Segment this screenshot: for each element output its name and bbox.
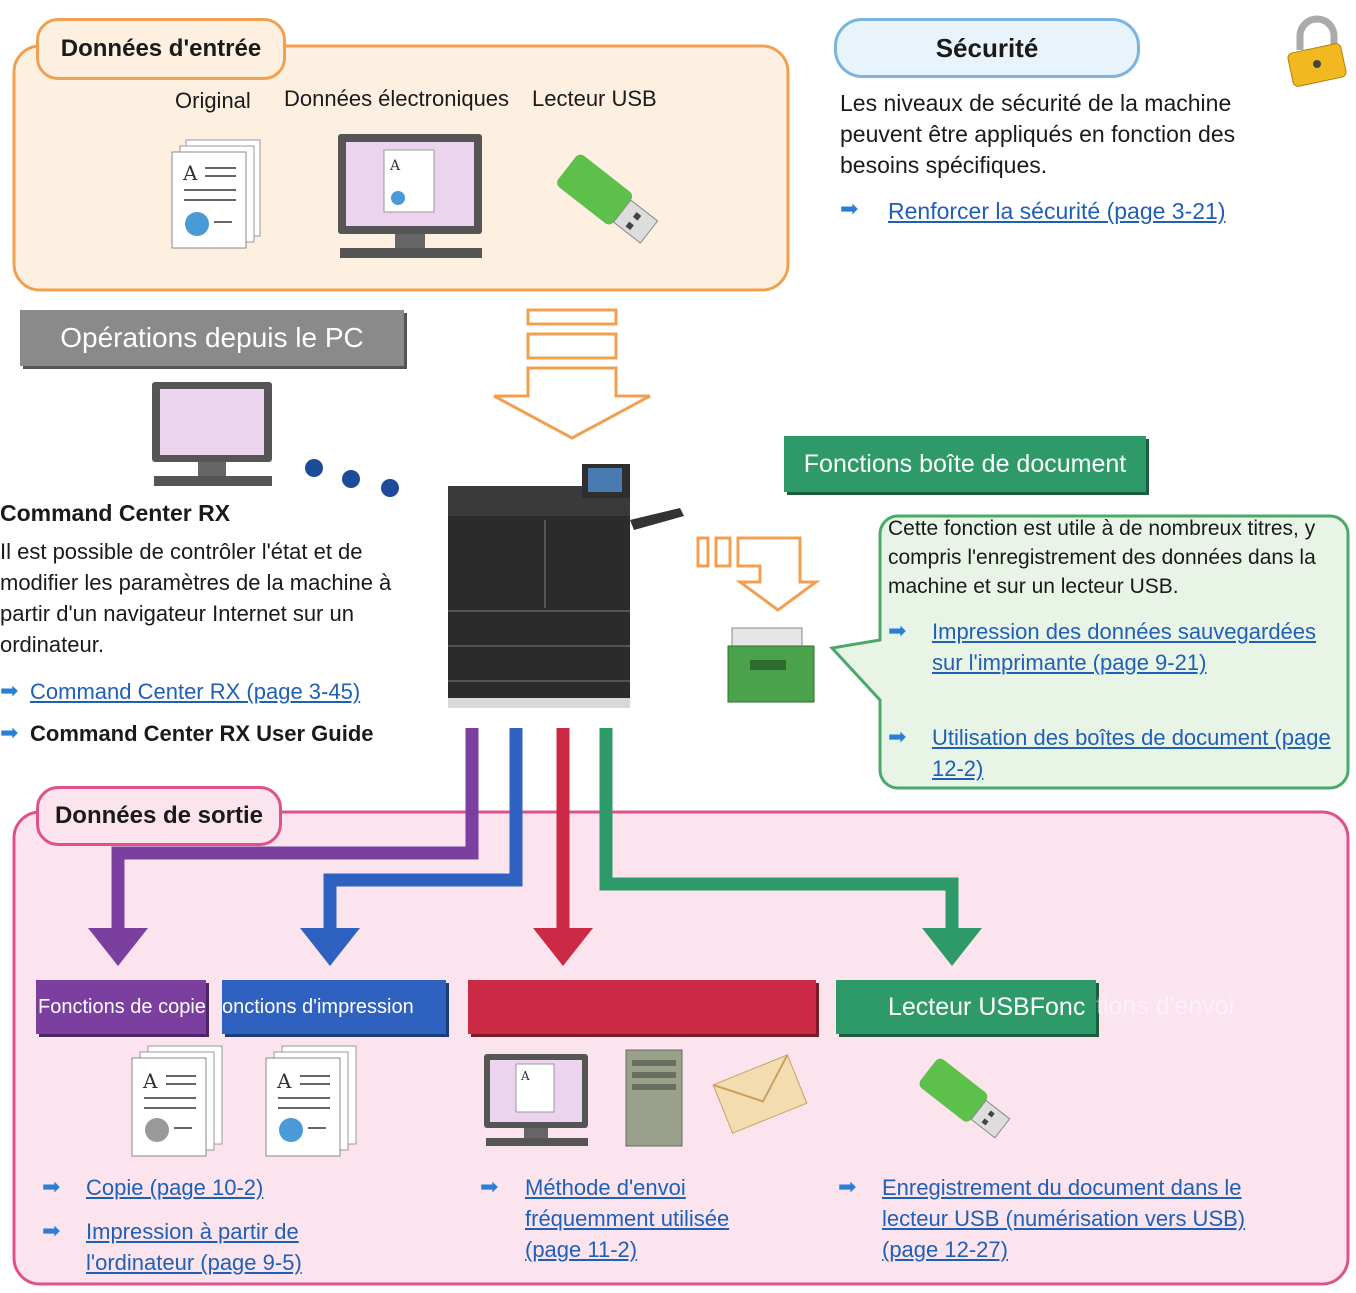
send-link[interactable]: Méthode d'envoi fréquemment utilisée (pa… [525,1175,730,1262]
usb-drive-banner: Lecteur USBFonc [836,980,1096,1034]
docbox-callout [829,514,1350,790]
usb-arrowhead-icon [922,928,982,966]
send-functions-banner [468,980,816,1034]
pc-ops-banner: Opérations depuis le PC [20,310,404,366]
docbox-arrow-bullet-icon-2: ➡ [888,724,907,749]
original-label: Original [175,88,251,113]
print-document-icon: A [265,1045,357,1157]
send-arrow-bullet-icon: ➡ [480,1174,499,1199]
print-arrow-bullet-icon: ➡ [42,1218,61,1243]
output-title: Données de sortie [36,786,282,846]
command-center-heading: Command Center RX [0,500,231,526]
input-flow-arrow-icon [493,308,651,440]
electronic-data-label: Données électroniques [284,86,510,111]
copy-functions-banner: Fonctions de copie [36,980,206,1034]
copy-arrow-bullet-icon: ➡ [42,1174,61,1199]
security-arrow-bullet-icon: ➡ [840,196,859,221]
input-document-icon: A [171,139,261,249]
input-title: Données d'entrée [36,18,286,80]
server-icon [625,1049,683,1147]
dots-icon [305,459,399,497]
docbox-link-use-boxes[interactable]: Utilisation des boîtes de document (page… [932,725,1331,781]
copy-arrowhead-icon [88,928,148,966]
svg-text:A: A [142,1069,158,1093]
usb-flow-line [599,728,959,930]
svg-text:A: A [182,161,198,185]
command-center-link[interactable]: Command Center RX (page 3-45) [30,679,361,704]
send-functions-overflow-text: tions d'envoi [1096,992,1235,1020]
print-arrowhead-icon [300,928,360,966]
copy-flow-line [111,728,479,930]
user-guide-arrow-bullet-icon: ➡ [0,720,19,745]
output-usb-drive-icon [919,1058,1011,1139]
file-box-icon [727,627,815,703]
padlock-icon [1287,15,1347,87]
print-link[interactable]: Impression à partir de l'ordinateur (pag… [86,1219,302,1275]
print-functions-banner: onctions d'impression [222,980,446,1034]
svg-text:A: A [389,158,401,174]
security-text: Les niveaux de sécurité de la machine pe… [840,90,1236,178]
usb-drive-label: Lecteur USB [532,86,657,111]
envelope-icon [712,1054,808,1134]
docbox-arrow-bullet-icon-1: ➡ [888,618,907,643]
command-center-text: Il est possible de contrôler l'état et d… [0,539,392,657]
multifunction-printer-icon [448,464,684,708]
docbox-link-print-saved[interactable]: Impression des données sauvegardées sur … [932,619,1317,675]
docbox-text: Cette fonction est utile à de nombreux t… [888,517,1316,598]
docbox-banner: Fonctions boîte de document [784,436,1146,492]
send-arrowhead-icon [533,928,593,966]
copy-link[interactable]: Copie (page 10-2) [86,1175,264,1200]
usb-link[interactable]: Enregistrement du document dans le lecte… [882,1175,1246,1262]
print-flow-line [323,728,523,930]
copy-document-icon: A [131,1045,223,1157]
svg-text:A: A [520,1069,530,1083]
svg-text:A: A [276,1069,292,1093]
command-center-arrow-bullet-icon: ➡ [0,678,19,703]
input-monitor-icon: A [338,134,482,258]
usb-arrow-bullet-icon: ➡ [838,1174,857,1199]
user-guide-label: Command Center RX User Guide [30,721,374,746]
input-usb-drive-icon [557,154,659,244]
docbox-flow-arrow-icon [696,536,821,612]
send-monitor-icon: A [484,1054,588,1146]
security-link[interactable]: Renforcer la sécurité (page 3-21) [888,198,1226,224]
pc-monitor-icon [152,382,272,486]
security-title: Sécurité [834,18,1140,78]
